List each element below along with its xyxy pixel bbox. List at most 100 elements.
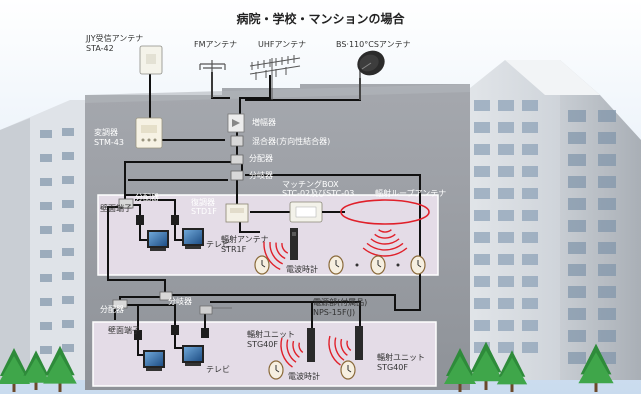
tree [0,348,30,392]
mixer-label: 混合器(方向性結合器) [252,137,331,146]
wall-outlet-lower-3 [201,328,209,338]
building-window [568,110,586,122]
radiation-unit-1-device [307,328,315,362]
radiation-antenna-model: STR1F [221,245,247,254]
amplifier-label: 増幅器 [252,118,276,127]
brancher-bottom-label: 分岐器 [168,297,192,306]
radio-wave [269,242,284,265]
building-window [62,152,74,160]
splitter-bottom-device [112,299,128,309]
jjy-antenna-label: JJY受信アンテナ [86,34,144,43]
jjy-antenna [139,45,163,75]
trees [0,341,614,392]
wall-top-edge [85,84,470,103]
building-window [474,144,490,155]
radiation-unit-1-label: 輻射ユニット [247,330,295,339]
building-window [568,132,586,144]
diagram-title: 病院・学校・マンションの場合 [236,12,405,26]
radio-wave [366,242,404,251]
modulator-label: 変調器 [94,128,118,137]
splitter-top-device [230,154,244,165]
tree [21,350,51,390]
clock-icon [370,255,386,275]
building-window [474,166,490,177]
building-window [62,128,74,136]
mixer-device [230,135,244,147]
brancher-bottom-device [159,291,173,301]
radiation-antenna-label: 輻射アンテナ [221,235,269,244]
uhf-antenna [249,55,301,100]
loop-radiation-waves [362,229,408,257]
clock-icon [328,255,344,275]
building-window [568,198,586,210]
building-window [598,110,616,122]
building-window [40,202,52,210]
building-window [522,188,538,199]
building-window [40,178,52,186]
building-window [474,210,490,221]
building-window [568,308,586,320]
building-window [522,342,538,353]
building-window [598,286,616,298]
separator-dot [396,263,400,267]
building-window [522,298,538,309]
building-window [498,276,514,287]
building-window [62,272,74,280]
tree [43,345,77,392]
radiation-antenna-waves [263,241,289,271]
modulator-model: STM-43 [94,138,124,147]
power-unit-label: 電源部(付属品) [313,298,368,307]
brancher-top-device [230,170,244,181]
tv-lower-label: テレビ [206,365,230,374]
radio-wave [340,338,348,356]
building-window [498,188,514,199]
matching-box-device [289,201,323,223]
building-window [40,322,52,330]
fm-antenna [199,60,226,98]
building-window [598,154,616,166]
building-window [522,232,538,243]
bs-cs-dish [357,50,385,100]
radio-clocks-upper [254,255,426,275]
building-window [522,144,538,155]
radio-wave [328,335,341,366]
building-window [498,320,514,331]
matching-box-model: STC-02及びSTC-03 [282,189,355,198]
clock-icon [254,255,270,275]
building-window [568,154,586,166]
building-window [474,122,490,133]
building-window [598,198,616,210]
left-building-windows [40,128,74,354]
building-window [474,276,490,287]
tree [578,343,614,392]
building-window [568,330,586,342]
building-window [522,254,538,265]
building-window [598,176,616,188]
tree [496,350,528,392]
radio-wave [362,247,408,257]
building-window [40,298,52,306]
building-window [474,342,490,353]
wall-outlet-lower-2 [171,325,179,335]
building-window [598,308,616,320]
uhf-antenna-label: UHFアンテナ [258,40,307,49]
building-window [40,250,52,258]
building-window [62,296,74,304]
building-window [598,330,616,342]
radio-wave [275,242,286,260]
building-window [522,320,538,331]
building-window [40,154,52,162]
radiation-unit-2-device [355,326,363,360]
radiation-unit-waves [280,335,352,368]
building-window [522,100,538,111]
tv-upper-1 [147,230,169,251]
building-window [40,274,52,282]
building-window [598,242,616,254]
demodulator-device [225,203,249,223]
tv-lower-1 [143,350,165,371]
splitter-left-device [118,198,134,209]
clock-icon [340,360,356,380]
clock-upper-label: 電波時計 [286,265,318,274]
building-window [62,248,74,256]
